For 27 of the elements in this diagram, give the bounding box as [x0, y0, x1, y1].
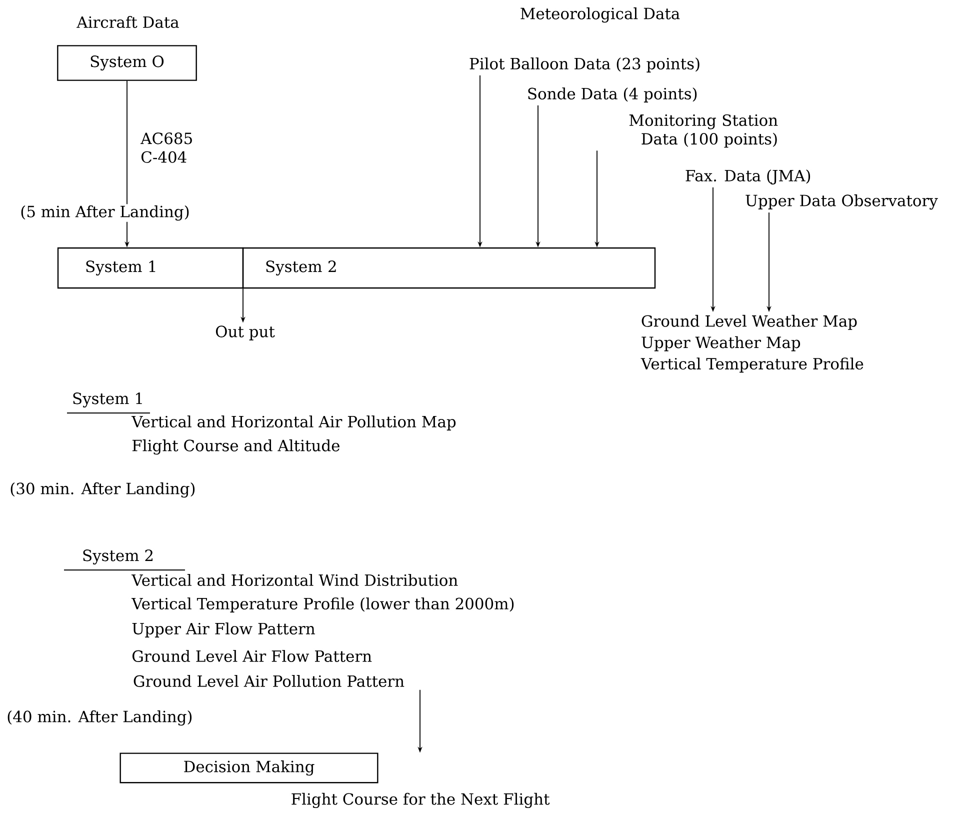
section-heading: System 2 [64, 548, 185, 571]
label: Vertical and Horizontal Wind Distribution [130, 572, 460, 588]
output-list: Ground Level Weather Map Upper Weather Map Vertical Temperature Profile [640, 314, 864, 373]
source-text: Fax. Data (JMA) [686, 170, 810, 184]
source-text: Monitoring Station Data (100 points) [629, 114, 778, 148]
label: Vertical Temperature Profile (lower than 2000m) [130, 596, 516, 614]
section-heading: System 1 [67, 391, 150, 414]
source-text: Sonde Data (4 points) [528, 88, 697, 102]
label: Aircraft Data [75, 14, 181, 30]
process-box: System O [57, 45, 197, 81]
edge-label: AC685 C-404 [140, 132, 192, 163]
label: Vertical and Horizontal Air Pollution Map [130, 414, 458, 432]
label: Flight Course and Altitude [130, 438, 342, 456]
label: (40 min. After Landing) [5, 709, 194, 727]
process-box: Decision Making [120, 752, 378, 784]
label: Upper Air Flow Pattern [130, 621, 317, 639]
label: (5 min After Landing) [18, 204, 192, 222]
label: Ground Level Air Flow Pattern [130, 648, 374, 664]
node-label: Flight Course for the Next Flight [292, 792, 550, 808]
source-text: Out put [216, 326, 275, 340]
process-box: System 1 [57, 247, 244, 289]
label: Meteorological Data [518, 6, 682, 24]
source-text: Upper Data Observatory [746, 194, 938, 210]
output-text: Ground Level Air Pollution Pattern [134, 675, 404, 687]
process-box: System 2 [242, 247, 656, 289]
source-text: Pilot Balloon Data (23 points) [470, 58, 700, 72]
label: (30 min. After Landing) [8, 481, 198, 499]
